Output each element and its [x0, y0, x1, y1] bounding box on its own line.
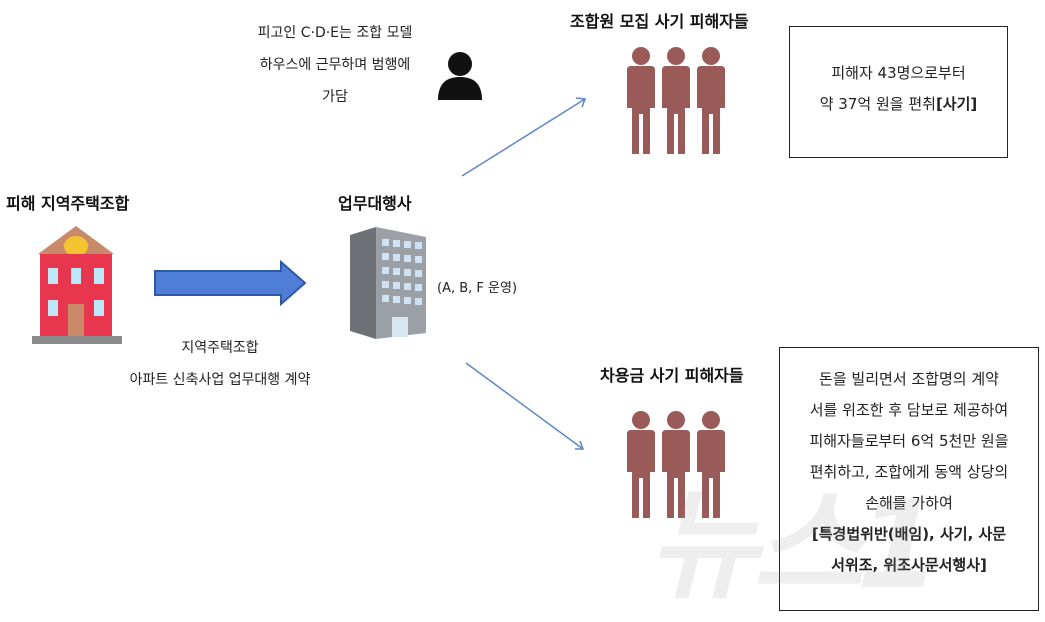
people-group-icon — [627, 47, 725, 154]
loan-victims-line: 편취하고, 조합에게 동액 상당의 — [809, 463, 1009, 481]
loan-victims-charges: 서위조, 위조사문서행사] — [831, 556, 987, 574]
people-group-icon — [627, 411, 725, 518]
person-icon — [438, 52, 482, 100]
loan-victims-charges: [특경법위반(배임), 사기, 사문 — [811, 525, 1007, 543]
union-title: 피해 지역주택조합 — [6, 194, 130, 213]
loan-victims-line: 피해자들로부터 6억 5천만 원을 — [809, 432, 1009, 450]
recruit-victims-box: 피해자 43명으로부터 약 37억 원을 편취[사기] — [789, 26, 1008, 158]
accused-note: 피고인 C·D·E는 조합 모델 하우스에 근무하며 범행에 가담 — [240, 17, 430, 113]
building-icon — [350, 227, 426, 339]
loan-victims-line: 손해를 가하여 — [865, 494, 953, 512]
recruit-victims-line: 약 37억 원을 편취[사기] — [790, 89, 1007, 120]
recruit-victims-charge: [사기] — [935, 95, 978, 113]
loan-victims-line: 돈을 빌리면서 조합명의 계약 — [819, 370, 999, 388]
contract-note: 지역주택조합 아파트 신축사업 업무대행 계약 — [95, 332, 345, 396]
agency-operators: (A, B, F 운영) — [437, 281, 518, 296]
agency-title: 업무대행사 — [338, 194, 412, 213]
recruit-victims-line-a: 약 37억 원을 편취 — [819, 95, 936, 113]
block-arrow — [154, 259, 307, 307]
contract-note-line: 지역주택조합 — [181, 340, 259, 356]
house-icon — [32, 226, 122, 344]
recruit-victims-line: 피해자 43명으로부터 — [831, 64, 966, 82]
accused-note-line: 피고인 C·D·E는 조합 모델 — [257, 25, 413, 41]
accused-note-line: 하우스에 근무하며 범행에 — [259, 57, 411, 73]
accused-note-line: 가담 — [322, 89, 348, 105]
loan-victims-box: 돈을 빌리면서 조합명의 계약 서를 위조한 후 담보로 제공하여 피해자들로부… — [779, 347, 1039, 611]
contract-note-line: 아파트 신축사업 업무대행 계약 — [129, 372, 311, 388]
loan-victims-title: 차용금 사기 피해자들 — [600, 366, 744, 385]
loan-victims-line: 서를 위조한 후 담보로 제공하여 — [809, 401, 1009, 419]
recruit-victims-title: 조합원 모집 사기 피해자들 — [570, 12, 749, 31]
